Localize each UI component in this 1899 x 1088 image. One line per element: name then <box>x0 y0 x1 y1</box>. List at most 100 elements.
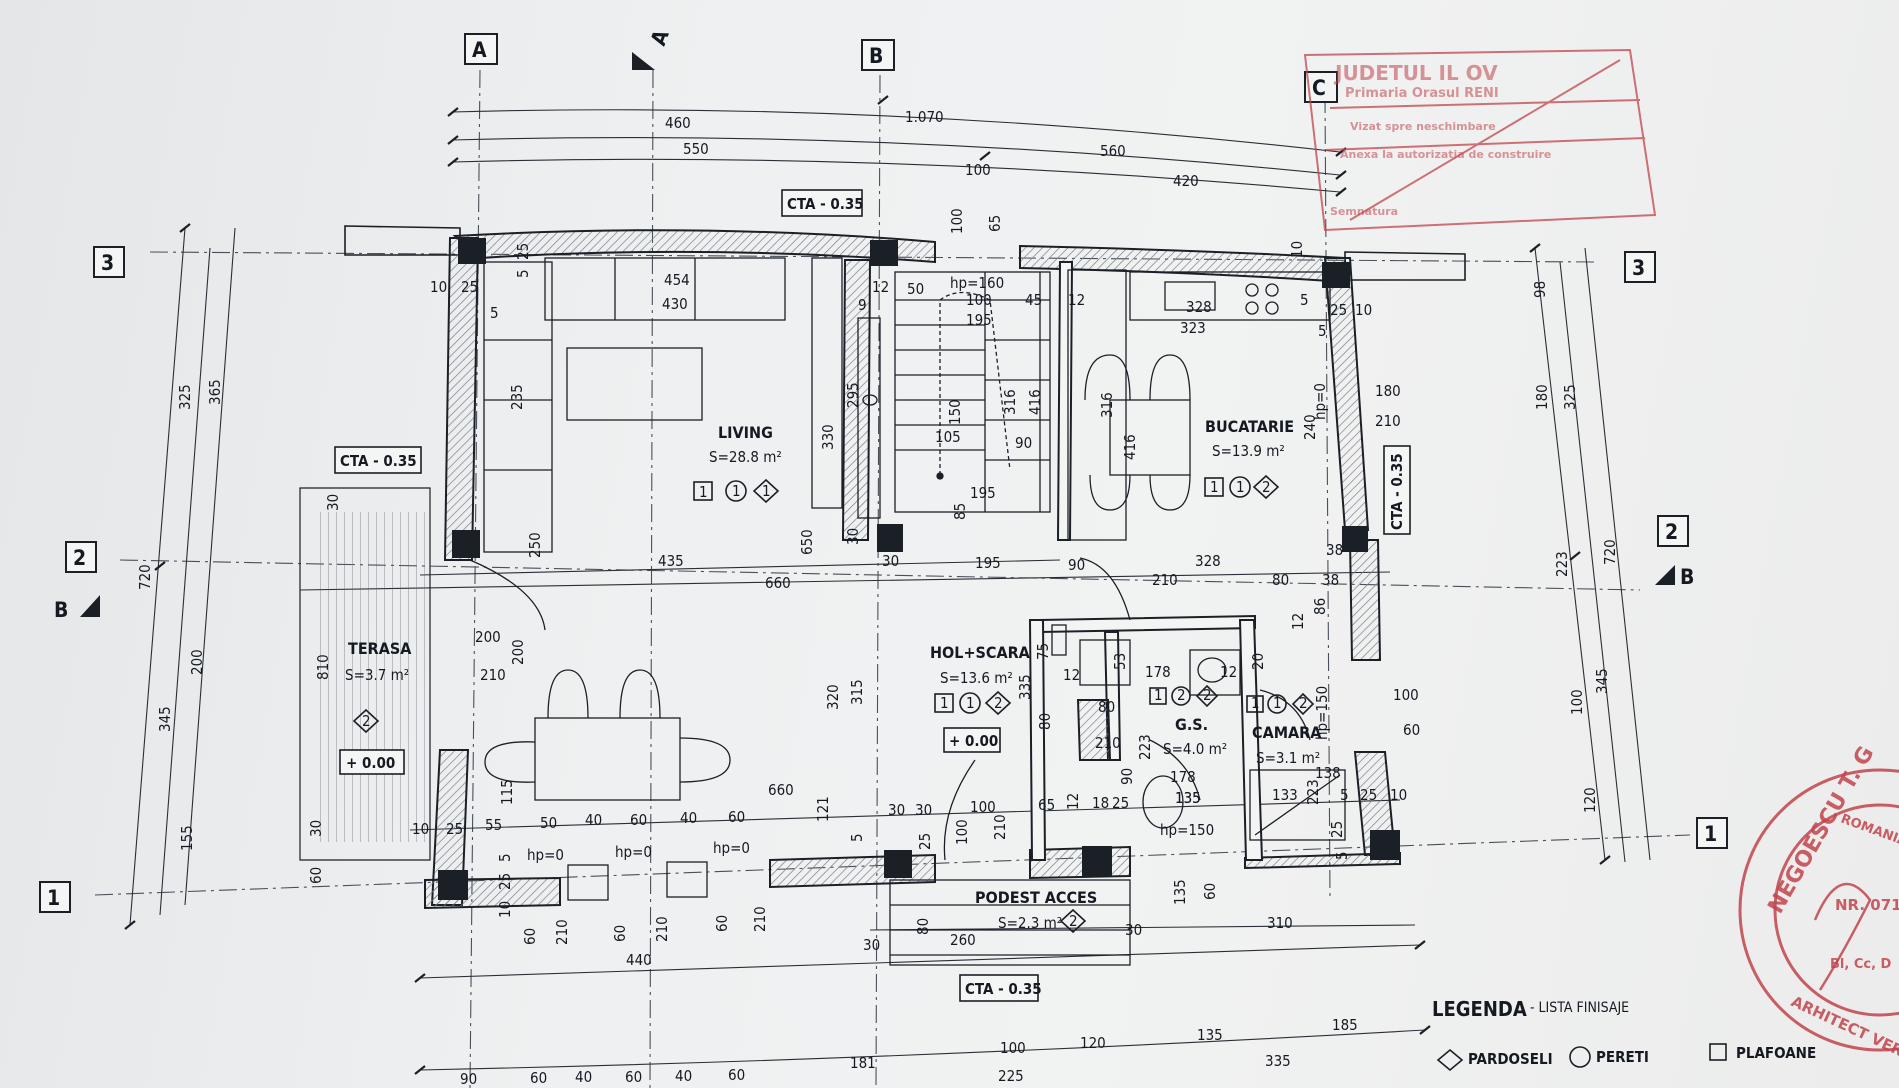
dim-label: 5 <box>1340 786 1349 804</box>
dim-label: 430 <box>662 295 688 313</box>
dim-label: 5 <box>496 853 514 862</box>
dim-label: 60 <box>713 915 731 932</box>
dim-label: 295 <box>844 382 862 408</box>
dim-label: 328 <box>1186 298 1212 316</box>
dim-label: 10 <box>496 901 514 918</box>
dim-label: 335 <box>1016 674 1034 700</box>
structural-columns <box>438 238 1400 900</box>
axis-3-right-label: 3 <box>1632 256 1645 280</box>
dim-label: 181 <box>850 1054 876 1072</box>
dim-label: 30 <box>307 820 325 837</box>
dim-label: 195 <box>966 311 992 329</box>
dim-label: 25 <box>461 278 478 296</box>
section-b-right-arrow <box>1655 565 1675 585</box>
dim-label: 40 <box>575 1068 592 1086</box>
dim-label: 138 <box>1315 764 1341 782</box>
dim-label: 60 <box>611 925 629 942</box>
stamp-number: NR. 071 <box>1835 896 1899 914</box>
round-stamp <box>1738 768 1899 1052</box>
room-code: 2 <box>994 694 1003 712</box>
dimension-lines <box>129 109 1651 1071</box>
dim-label: 10 <box>1390 786 1407 804</box>
dim-label: 210 <box>480 666 506 684</box>
room-code: 1 <box>1154 686 1163 704</box>
dim-label: 260 <box>950 931 976 949</box>
dim-label: 80 <box>1272 571 1289 589</box>
dim-label: 120 <box>1080 1034 1106 1052</box>
dim-label: 30 <box>844 528 862 545</box>
dim-label: 55 <box>485 816 502 834</box>
dim-label: 25 <box>1330 301 1347 319</box>
legend-walls: PERETI <box>1596 1048 1649 1066</box>
dim-label: 135 <box>1197 1026 1223 1044</box>
dim-label: 100 <box>1393 686 1419 704</box>
dim-label: 90 <box>1118 768 1136 785</box>
axis-3-right-box <box>1624 251 1656 283</box>
axis-c-label: C <box>1312 76 1326 100</box>
dim-label: 5 <box>1318 322 1327 340</box>
dim-label: 210 <box>751 906 769 932</box>
dim-label: 660 <box>765 574 791 592</box>
dim-label: 133 <box>1272 786 1298 804</box>
room-name: PODEST ACCES <box>975 888 1097 907</box>
dim-label: 65 <box>1038 796 1055 814</box>
dim-label: 210 <box>653 916 671 942</box>
dim-label: 12 <box>1063 666 1080 684</box>
dim-label: 180 <box>1533 384 1551 410</box>
dim-label: 210 <box>553 919 571 945</box>
axis-2-right-box <box>1657 515 1689 547</box>
dim-label: 328 <box>1195 552 1221 570</box>
stamp-role: ARHITECT VERIFICATOR <box>1788 992 1899 1088</box>
axis-1-left-label: 1 <box>47 886 60 910</box>
dim-label: 25 <box>446 820 463 838</box>
dim-label: 25 <box>916 833 934 850</box>
dim-label: 320 <box>824 684 842 710</box>
dim-label: hp=0 <box>713 839 750 857</box>
dim-label: 650 <box>798 529 816 555</box>
room-code: 2 <box>1262 478 1271 496</box>
dim-label: 60 <box>625 1068 642 1086</box>
dim-label: 30 <box>915 801 932 819</box>
cta-bottom-label: CTA - 0.35 <box>965 980 1042 998</box>
room-code: 2 <box>362 712 371 730</box>
dim-label: 10 <box>1355 301 1372 319</box>
level-terasa-label: + 0.00 <box>346 754 395 772</box>
axis-b-box <box>861 39 895 71</box>
legend-title: LEGENDA <box>1432 997 1527 1021</box>
room-code: 1 <box>1236 478 1245 496</box>
dim-label: 5 <box>1300 291 1309 309</box>
level-hol-label: + 0.00 <box>949 732 998 750</box>
dim-label: 5 <box>490 304 499 322</box>
dim-label: 60 <box>728 808 745 826</box>
dim-label: 100 <box>965 161 991 179</box>
dim-label: 60 <box>728 1066 745 1084</box>
dim-label: 323 <box>1180 319 1206 337</box>
room-name: G.S. <box>1175 715 1208 734</box>
dim-label: 210 <box>991 814 1009 840</box>
axis-markers <box>39 33 1728 913</box>
stamp-category: Bl, Cc, D <box>1830 957 1892 972</box>
dim-label: 345 <box>156 706 174 732</box>
dim-label: 210 <box>1152 571 1178 589</box>
room-area: S=13.6 m² <box>940 669 1013 687</box>
stamp-org: ROMANIA MTCT <box>1839 812 1899 865</box>
dim-label: 20 <box>1249 653 1267 670</box>
axis-a-box <box>464 33 498 65</box>
dim-label: 135 <box>1171 879 1189 905</box>
room-area: S=3.1 m² <box>1256 749 1320 767</box>
section-b-right-label: B <box>1680 565 1694 589</box>
room-podest-acces: PODEST ACCES S=2.3 m² 2 <box>975 888 1097 932</box>
dim-label: 316 <box>1001 389 1019 415</box>
stamp-line: Semnatura <box>1330 205 1398 218</box>
dim-label: 85 <box>951 503 969 520</box>
dim-label: 80 <box>914 918 932 935</box>
dim-label: 12 <box>872 278 889 296</box>
dim-label: 50 <box>907 280 924 298</box>
cta-top-label: CTA - 0.35 <box>787 195 864 213</box>
room-code: 1 <box>699 483 708 501</box>
dim-label: 25 <box>514 243 532 260</box>
dim-label: 60 <box>307 867 325 884</box>
room-area: S=13.9 m² <box>1212 442 1285 460</box>
dim-label: 5 <box>1333 851 1351 860</box>
